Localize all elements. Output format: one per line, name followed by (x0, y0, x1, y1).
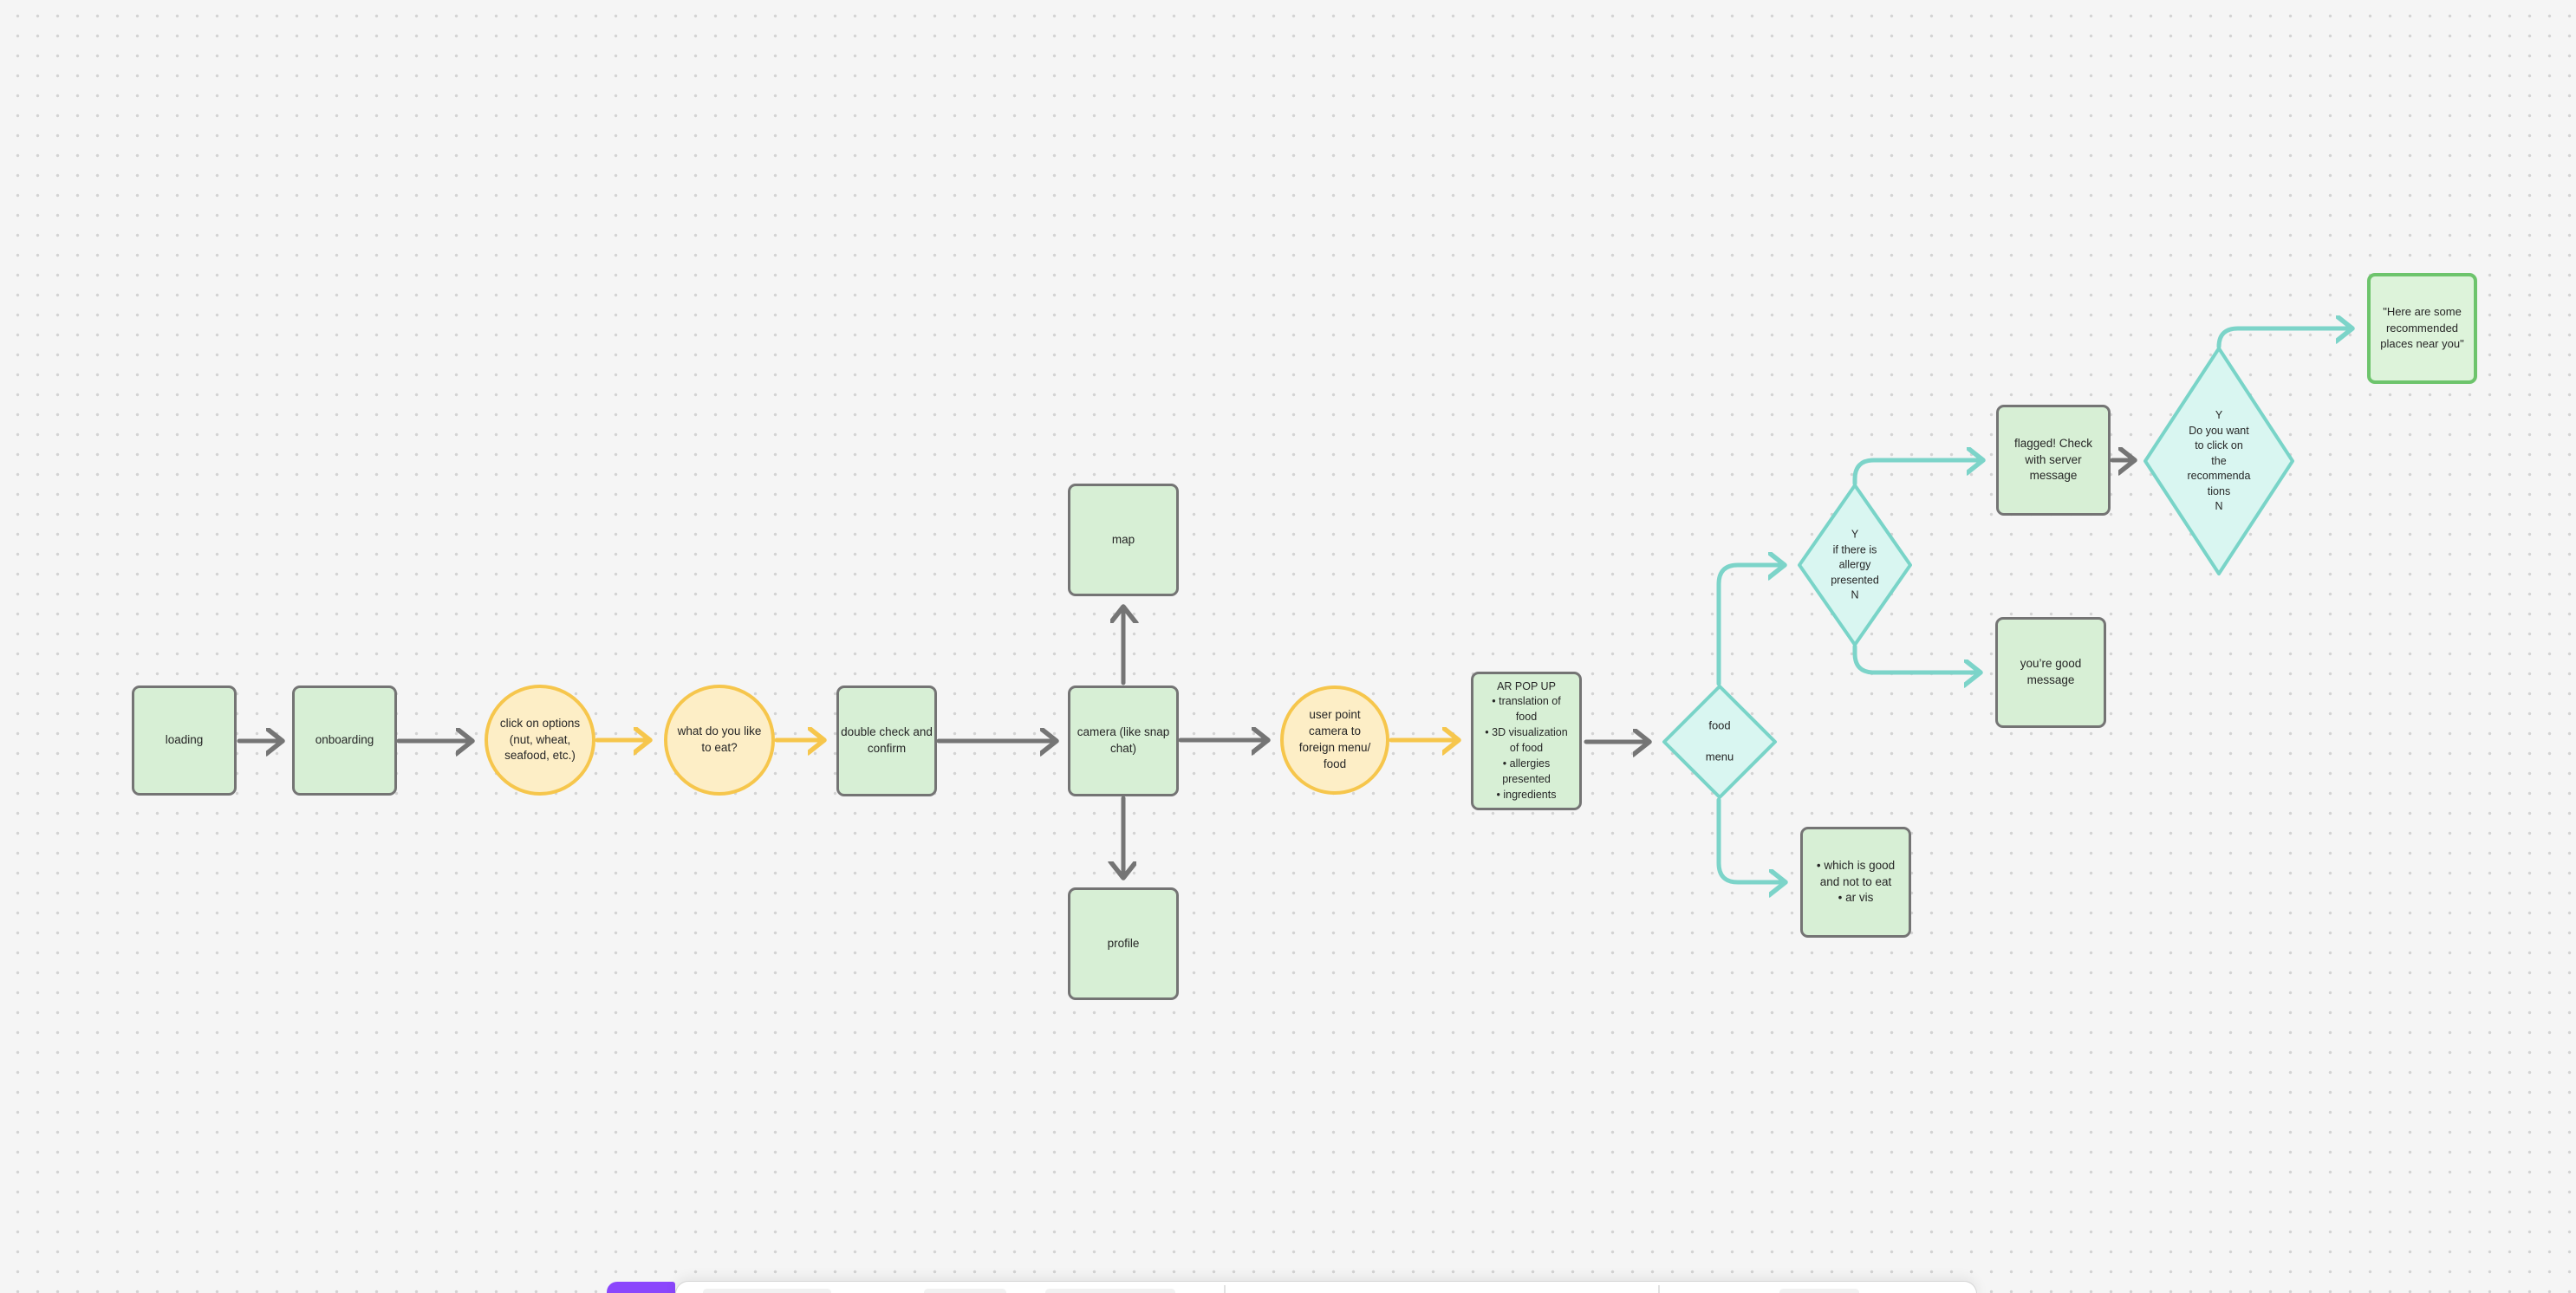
flow-node-map[interactable]: map (1068, 484, 1179, 596)
node-label: Y Do you want to click on the recommenda… (2187, 408, 2251, 512)
node-label: click on options (nut, wheat, seafood, e… (499, 716, 581, 763)
flow-node-profile[interactable]: profile (1068, 887, 1179, 1000)
node-label: "Here are some recommended places near y… (2380, 304, 2464, 351)
node-label: map (1111, 532, 1135, 546)
node-label: loading (165, 733, 204, 747)
flow-node-ar-popup[interactable]: AR POP UP • translation of food • 3D vis… (1471, 672, 1582, 810)
toolbar-icon-placeholder[interactable] (924, 1289, 1006, 1293)
flow-node-recommended-places[interactable]: "Here are some recommended places near y… (2367, 273, 2477, 384)
flow-node-double-check[interactable]: double check and confirm (836, 685, 937, 796)
flow-node-loading[interactable]: loading (132, 685, 237, 796)
node-label: food menu (1705, 718, 1734, 764)
node-label: user point camera to foreign menu/ food (1298, 708, 1371, 770)
flow-node-user-point-camera[interactable]: user point camera to foreign menu/ food (1280, 685, 1389, 795)
toolbar-icon-placeholder[interactable] (1045, 1289, 1175, 1293)
toolbar-divider (1224, 1285, 1226, 1293)
node-label: you’re good message (2020, 657, 2082, 686)
node-label: profile (1107, 936, 1140, 950)
flow-node-allergy-decision[interactable] (1798, 484, 1912, 646)
toolbar-icon-placeholder[interactable] (703, 1289, 831, 1293)
flow-node-good-not-to-eat[interactable]: • which is good and not to eat • ar vis (1800, 827, 1911, 938)
toolbar-icon-placeholder[interactable] (1779, 1289, 1859, 1293)
node-label: onboarding (315, 733, 374, 747)
active-tool-button[interactable] (607, 1282, 675, 1293)
flow-node-onboarding[interactable]: onboarding (292, 685, 397, 796)
flow-node-click-options[interactable]: click on options (nut, wheat, seafood, e… (485, 685, 595, 796)
bottom-toolbar[interactable] (675, 1281, 1977, 1293)
flow-node-camera[interactable]: camera (like snap chat) (1068, 685, 1179, 796)
node-label: camera (like snap chat) (1077, 725, 1170, 755)
flow-node-flagged-message[interactable]: flagged! Check with server message (1996, 405, 2111, 516)
flow-node-what-to-eat[interactable]: what do you like to eat? (664, 685, 775, 796)
connector-allergy-flagged[interactable] (1852, 460, 1982, 486)
node-label: flagged! Check with server message (2013, 436, 2093, 483)
node-label: AR POP UP • translation of food • 3D vis… (1485, 679, 1568, 801)
flow-node-recommendation-decision[interactable] (2143, 347, 2294, 575)
node-label: • which is good and not to eat • ar vis (1816, 858, 1896, 905)
flow-node-food-menu[interactable] (1662, 685, 1777, 799)
node-label: Y if there is allergy presented N (1831, 528, 1879, 601)
connector-foodmenu-allergy[interactable] (1716, 565, 1784, 686)
node-label: what do you like to eat? (677, 724, 762, 754)
connector-foodmenu-goodnottoeat[interactable] (1716, 797, 1785, 882)
connector-recommendation-places[interactable] (2216, 328, 2352, 349)
flow-node-good-message[interactable]: you’re good message (1995, 617, 2106, 728)
connector-allergy-goodmessage[interactable] (1852, 644, 1980, 672)
toolbar-divider (1658, 1285, 1660, 1293)
node-label: double check and confirm (841, 725, 933, 755)
